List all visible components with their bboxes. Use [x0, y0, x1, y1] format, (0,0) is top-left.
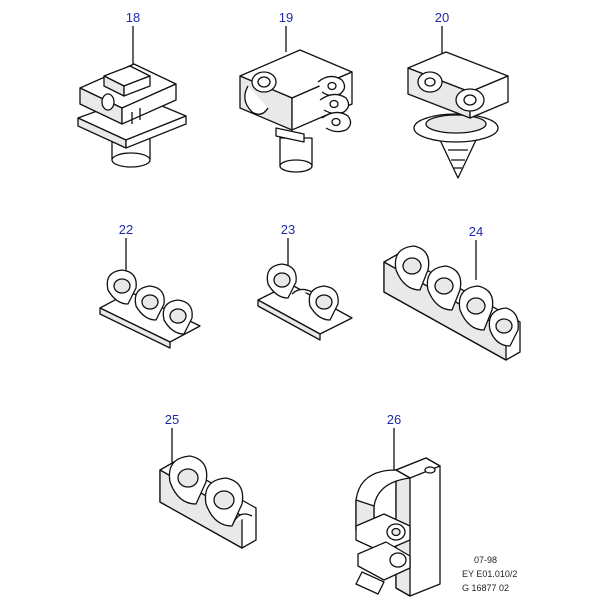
drawing-code: EY E01.010/2 — [462, 569, 517, 579]
callout-22: 22 — [119, 222, 133, 237]
part-20: 20 — [407, 10, 509, 179]
part-20-cone — [439, 139, 477, 179]
callout-25: 25 — [165, 412, 179, 427]
part-19: 19 — [239, 10, 353, 173]
part-24: 24 — [383, 224, 521, 361]
part-23: 23 — [257, 222, 353, 341]
callout-20: 20 — [435, 10, 449, 25]
callout-18: 18 — [126, 10, 140, 25]
part-18: 18 — [77, 10, 187, 168]
callout-24: 24 — [469, 224, 483, 239]
drawing-reference: 07-98 EY E01.010/2 G 16877 02 — [462, 555, 517, 593]
part-25: 25 — [159, 412, 257, 549]
callout-23: 23 — [281, 222, 295, 237]
callout-26: 26 — [387, 412, 401, 427]
part-26-clip-2 — [357, 541, 411, 581]
part-22: 22 — [99, 222, 201, 349]
drawing-date: 07-98 — [474, 555, 497, 565]
drawing-number: G 16877 02 — [462, 583, 509, 593]
part-26-foot — [355, 571, 385, 595]
part-26: 26 — [355, 412, 441, 597]
callout-19: 19 — [279, 10, 293, 25]
